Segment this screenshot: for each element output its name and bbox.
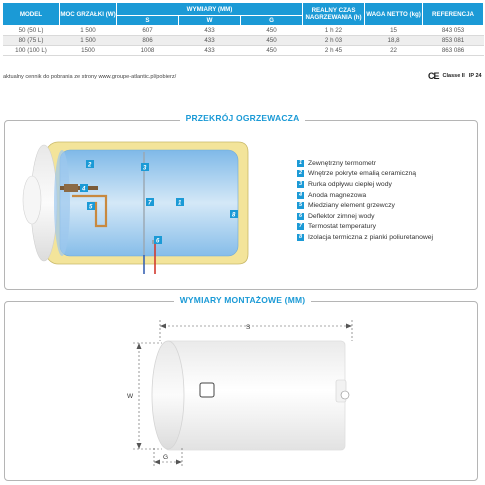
cell-weight: 15 xyxy=(364,25,423,36)
label-s: S xyxy=(246,324,251,331)
marker-8: 8 xyxy=(232,213,236,219)
marker-2: 2 xyxy=(87,163,92,169)
marker-4: 4 xyxy=(81,187,86,193)
mounting-drawing: S W G xyxy=(127,320,353,468)
cell-power: 1 500 xyxy=(59,35,117,46)
legend-text: Anoda magnezowa xyxy=(308,191,367,199)
price-list-note: aktualny cennik do pobrania ze strony ww… xyxy=(3,74,177,80)
cell-power: 1 500 xyxy=(59,25,117,36)
marker-3: 3 xyxy=(143,166,147,172)
header-power: MOC GRZAŁKI (W) xyxy=(59,2,117,26)
legend-text: Zewnętrzny termometr xyxy=(308,159,376,167)
legend-item: 6 Deflektor zimnej wody xyxy=(297,211,433,222)
class-mark: Classe II xyxy=(442,73,465,79)
cell-s: 607 xyxy=(116,25,179,36)
legend-number: 2 xyxy=(297,170,304,178)
header-weight: WAGA NETTO (kg) xyxy=(364,2,424,26)
legend-text: Miedziany element grzewczy xyxy=(308,202,395,210)
ce-mark: CE xyxy=(428,71,439,81)
ip-rating: IP 24 xyxy=(468,73,482,79)
header-reference: REFERENCJA xyxy=(422,2,485,26)
cell-g: 450 xyxy=(240,35,303,46)
legend-text: Wnętrze pokryte emalią ceramiczną xyxy=(308,170,417,178)
legend-item: 8 Izolacja termiczna z pianki poliuretano… xyxy=(297,232,433,243)
legend-number: 5 xyxy=(297,202,304,210)
header-dimensions: WYMIARY (MM) xyxy=(115,2,304,16)
legend-item: 4 Anoda magnezowa xyxy=(297,190,433,201)
cell-time: 2 h 03 xyxy=(302,35,365,46)
legend-text: Izolacja termiczna z pianki poliuretanow… xyxy=(308,233,434,241)
legend-number: 3 xyxy=(297,180,304,188)
cell-ref: 863 086 xyxy=(422,45,484,56)
table-row: 80 (75 L) 1 500 806 433 450 2 h 03 18,8 … xyxy=(2,35,484,46)
header-heating-time: REALNY CZAS NAGRZEWANIA (h) xyxy=(302,2,366,26)
cross-section-title: PRZEKRÓJ OGRZEWACZA xyxy=(0,113,485,123)
marker-5: 5 xyxy=(89,205,93,211)
marker-1: 1 xyxy=(178,201,182,207)
cell-power: 1500 xyxy=(59,45,117,56)
legend-number: 1 xyxy=(297,159,304,167)
legend-number: 8 xyxy=(297,233,304,241)
legend-number: 4 xyxy=(297,191,304,199)
label-g: G xyxy=(163,454,168,461)
table-row: 100 (100 L) 1500 1008 433 450 2 h 45 22 … xyxy=(2,45,484,56)
dimensions-title: WYMIARY MONTAŻOWE (MM) xyxy=(0,295,485,305)
legend-number: 6 xyxy=(297,212,304,220)
cell-g: 450 xyxy=(240,45,303,56)
legend-item: 3 Rurka odpływu ciepłej wody xyxy=(297,179,433,190)
legend-text: Deflektor zimnej wody xyxy=(308,212,375,220)
header-dim-g: G xyxy=(239,15,304,26)
legend-number: 7 xyxy=(297,223,304,231)
label-w: W xyxy=(127,393,134,400)
cell-w: 433 xyxy=(178,25,241,36)
cell-weight: 18,8 xyxy=(364,35,423,46)
spec-table: MODEL MOC GRZAŁKI (W) WYMIARY (MM) REALN… xyxy=(2,2,485,56)
cell-time: 2 h 45 xyxy=(302,45,365,56)
legend-text: Rurka odpływu ciepłej wody xyxy=(308,180,392,188)
legend-item: 5 Miedziany element grzewczy xyxy=(297,200,433,211)
cell-ref: 853 081 xyxy=(422,35,484,46)
marker-6: 6 xyxy=(156,239,160,245)
legend-item: 7 Termostat temperatury xyxy=(297,222,433,233)
cell-ref: 843 053 xyxy=(422,25,484,36)
cell-s: 1008 xyxy=(116,45,179,56)
cell-g: 450 xyxy=(240,25,303,36)
cell-w: 433 xyxy=(178,35,241,46)
legend-item: 1 Zewnętrzny termometr xyxy=(297,158,433,169)
certifications: CE Classe II IP 24 xyxy=(428,71,482,81)
cell-time: 1 h 22 xyxy=(302,25,365,36)
cell-weight: 22 xyxy=(364,45,423,56)
legend-item: 2 Wnętrze pokryte emalią ceramiczną xyxy=(297,169,433,180)
cell-model: 80 (75 L) xyxy=(2,35,60,46)
cell-model: 50 (50 L) xyxy=(2,25,60,36)
marker-7: 7 xyxy=(148,201,152,207)
cross-section-legend: 1 Zewnętrzny termometr 2 Wnętrze pokryte e… xyxy=(297,158,433,243)
legend-text: Termostat temperatury xyxy=(308,223,376,231)
cell-model: 100 (100 L) xyxy=(2,45,60,56)
diagram-number-markers: 1 2 3 4 5 6 7 8 xyxy=(80,160,238,245)
table-row: 50 (50 L) 1 500 607 433 450 1 h 22 15 84… xyxy=(2,25,484,36)
cell-w: 433 xyxy=(178,45,241,56)
cross-section-drawing: 1 2 3 4 5 6 7 8 xyxy=(22,141,249,274)
cell-s: 806 xyxy=(116,35,179,46)
header-model: MODEL xyxy=(2,2,60,26)
